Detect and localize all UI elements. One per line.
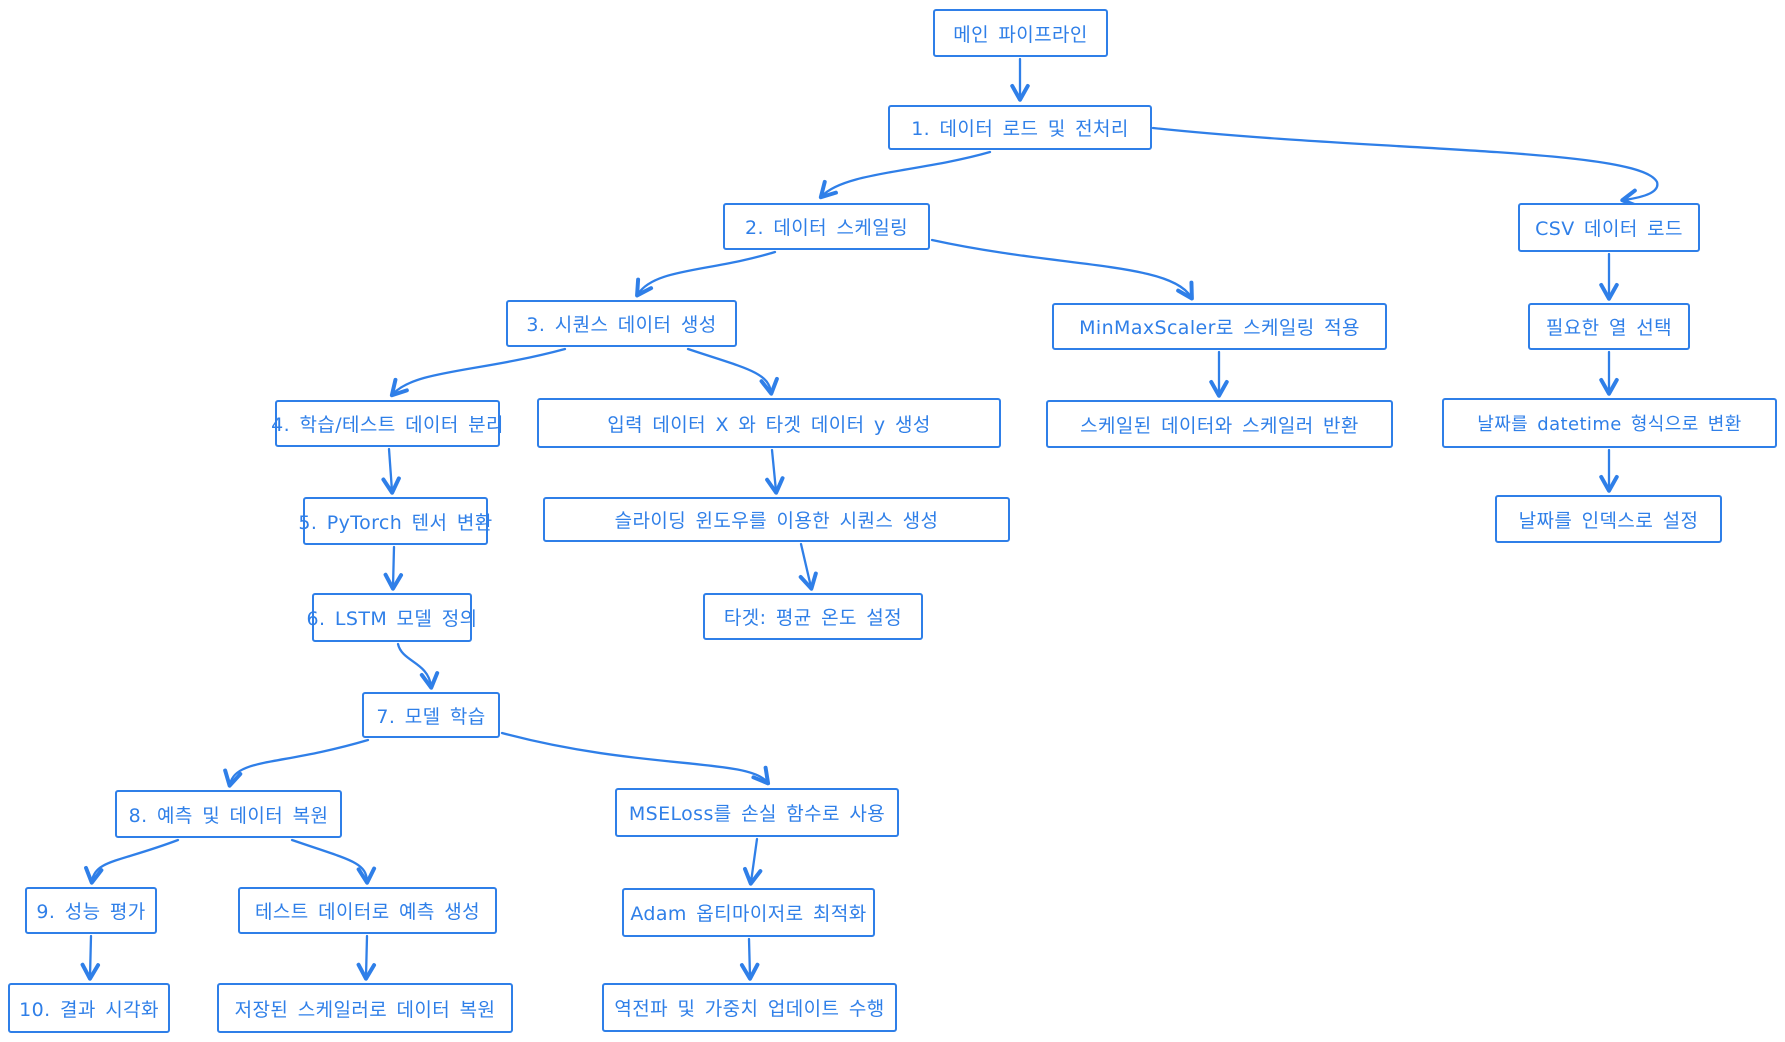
node-restore-with-scaler: 저장된 스케일러로 데이터 복원: [217, 983, 513, 1033]
node-csv-load: CSV 데이터 로드: [1518, 203, 1700, 252]
node-main-pipeline: 메인 파이프라인: [933, 9, 1108, 57]
node-step4-train-test-split: 4. 학습/테스트 데이터 분리: [271, 400, 504, 447]
arrow-sliding-to-target: [798, 542, 818, 591]
node-step6-lstm-model: 6. LSTM 모델 정의: [307, 593, 477, 642]
node-minmax-scaler: MinMaxScaler로 스케일링 적용: [1052, 303, 1387, 350]
arrow-step9-to-step10: [80, 934, 101, 981]
arrow-step8-to-step9: [84, 838, 180, 885]
node-step9-evaluation: 9. 성능 평가: [25, 887, 157, 934]
node-step3-sequence-gen: 3. 시퀀스 데이터 생성: [506, 300, 737, 347]
arrow-step6-to-step7: [396, 642, 440, 690]
arrow-step7-to-step8: [223, 738, 370, 788]
arrow-step1-to-csv: [1151, 126, 1659, 208]
arrow-step5-to-step6: [383, 545, 404, 591]
arrow-step3-to-input: [686, 347, 779, 396]
arrow-adam-to-backprop: [739, 937, 760, 981]
node-select-columns: 필요한 열 선택: [1528, 303, 1690, 350]
node-backprop-update: 역전파 및 가중치 업데이트 수행: [602, 983, 897, 1032]
arrow-step7-to-mseloss: [500, 731, 771, 786]
node-adam-optimizer: Adam 옵티마이저로 최적화: [622, 888, 875, 937]
arrow-mseloss-to-adam: [742, 837, 763, 886]
node-step10-visualization: 10. 결과 시각화: [8, 983, 170, 1033]
node-set-date-index: 날짜를 인덱스로 설정: [1495, 495, 1722, 543]
node-scaled-data-return: 스케일된 데이터와 스케일러 반환: [1046, 400, 1393, 448]
arrow-step2-to-minmax: [930, 238, 1194, 301]
node-to-datetime: 날짜를 datetime 형식으로 변환: [1442, 398, 1777, 448]
node-step8-predict-restore: 8. 예측 및 데이터 복원: [115, 790, 342, 838]
node-mseloss: MSELoss를 손실 함수로 사용: [615, 788, 899, 837]
node-step1-data-load: 1. 데이터 로드 및 전처리: [888, 105, 1152, 150]
arrow-step2-to-step3: [635, 250, 777, 298]
node-target-avg-temp: 타겟: 평균 온도 설정: [703, 593, 923, 640]
node-test-prediction: 테스트 데이터로 예측 생성: [238, 887, 497, 934]
node-step2-data-scaling: 2. 데이터 스케일링: [723, 203, 930, 250]
arrow-step1-to-step2: [818, 150, 992, 200]
arrow-testpred-to-restore: [356, 934, 377, 981]
arrow-step4-to-step5: [381, 447, 401, 495]
node-sliding-window: 슬라이딩 윈도우를 이용한 시퀀스 생성: [543, 497, 1010, 542]
node-input-target-gen: 입력 데이터 X 와 타겟 데이터 y 생성: [537, 398, 1001, 448]
arrow-step8-to-testpred: [290, 838, 377, 885]
node-step7-model-train: 7. 모델 학습: [362, 692, 500, 738]
node-step5-pytorch-tensor: 5. PyTorch 텐서 변환: [298, 497, 492, 545]
arrow-input-to-sliding: [765, 448, 785, 495]
arrow-step3-to-step4: [389, 347, 567, 398]
